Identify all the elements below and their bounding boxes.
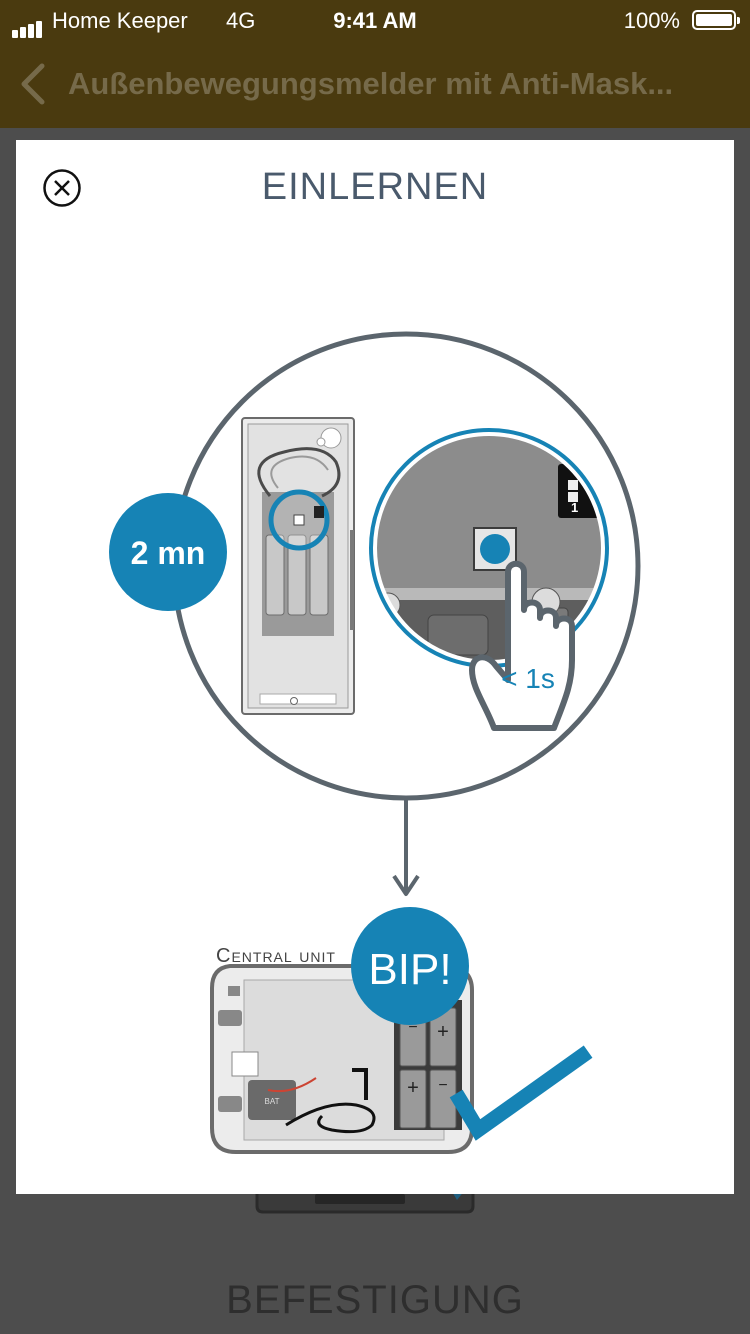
pairing-illustration: 1 < 1s 2 mn Central unit	[109, 331, 641, 1154]
status-time: 9:41 AM	[333, 8, 417, 33]
svg-text:+: +	[407, 1077, 419, 1099]
svg-text:BAT: BAT	[265, 1097, 280, 1106]
pointing-hand-icon	[469, 560, 575, 731]
beep-badge	[351, 907, 469, 1025]
page-title: Außenbewegungsmelder mit Anti-Mask...	[68, 66, 674, 101]
background-device-image	[255, 1190, 475, 1214]
beep-badge-label: BIP!	[368, 945, 451, 994]
chevron-left-icon	[21, 63, 45, 105]
arrow-down-icon	[392, 800, 420, 896]
section-heading: BEFESTIGUNG	[226, 1278, 524, 1322]
back-button[interactable]	[14, 62, 58, 106]
close-circle-icon	[43, 169, 81, 207]
modal-title: EINLERNEN	[261, 166, 489, 208]
modal-dialog: EINLERNEN	[16, 140, 734, 1194]
close-button[interactable]	[42, 168, 82, 208]
signal-strength-icon	[12, 12, 44, 38]
svg-text:−: −	[408, 1019, 417, 1036]
timer-badge-label: 2 mn	[131, 535, 206, 571]
svg-text:−: −	[438, 1077, 447, 1094]
checkmark-icon	[449, 1045, 593, 1141]
timer-badge	[109, 493, 227, 611]
battery-percent: 100%	[623, 8, 680, 33]
carrier-name: Home Keeper	[52, 8, 188, 33]
navigation-bar: Außenbewegungsmelder mit Anti-Mask...	[0, 40, 750, 128]
central-unit-label: Central unit	[216, 945, 336, 967]
press-duration-label: < 1s	[501, 663, 555, 694]
network-type: 4G	[226, 8, 256, 33]
status-bar: Home Keeper 4G 9:41 AM 100%	[0, 0, 750, 40]
battery-icon	[692, 10, 740, 30]
svg-text:1: 1	[571, 500, 578, 515]
svg-text:+: +	[437, 1021, 449, 1043]
detector-device	[241, 417, 355, 715]
